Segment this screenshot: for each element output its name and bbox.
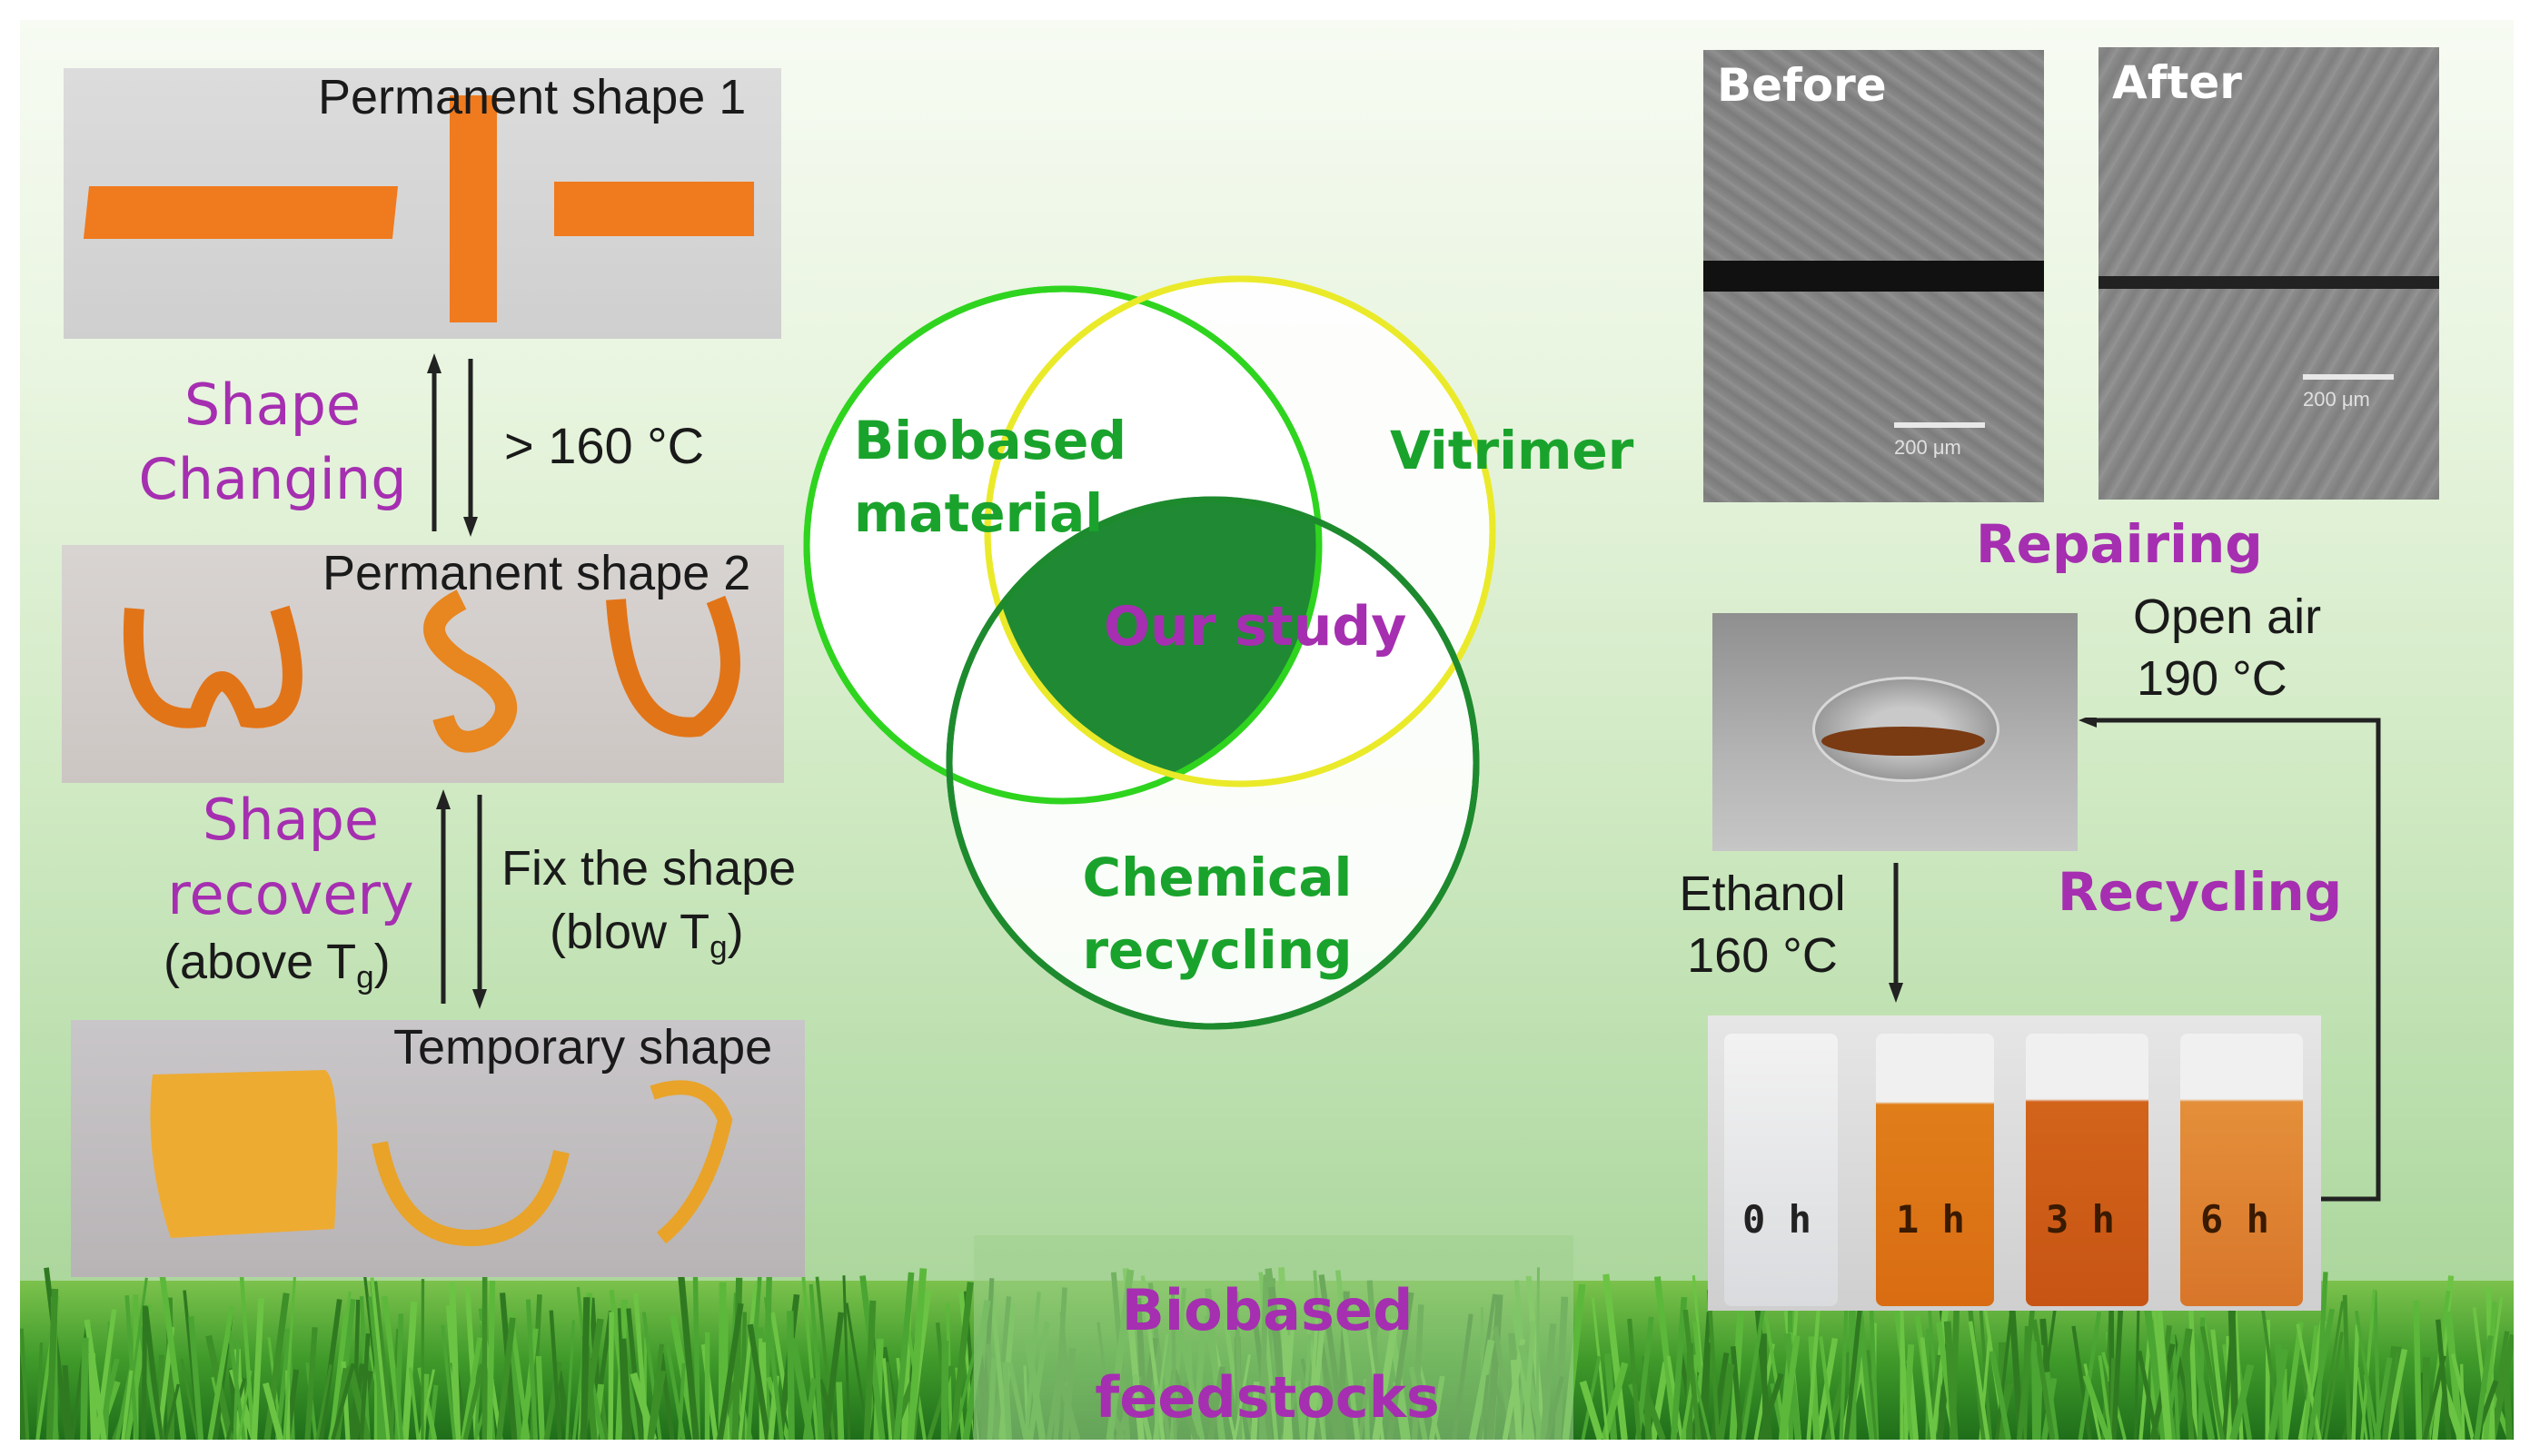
shape-changing-line2: Changing (138, 446, 407, 512)
label-permanent-shape-2: Permanent shape 2 (322, 546, 751, 600)
label-our-study: Our study (1104, 595, 1407, 659)
scale-label-after: 200 μm (2303, 388, 2370, 411)
feedstocks-line1: Biobased (1121, 1277, 1414, 1343)
label-fix-the-shape: Fix the shape (501, 841, 797, 896)
label-vitrimer: Vitrimer (1390, 420, 1634, 481)
blow-tg-prefix: (blow T (550, 905, 710, 959)
above-tg-prefix: (above T (164, 935, 357, 989)
above-tg-suffix: ) (373, 935, 391, 989)
label-shape-recovery: Shape recovery (145, 783, 436, 932)
photo-after: 200 μm (2098, 47, 2439, 500)
label-temp-160: > 160 °C (504, 417, 705, 474)
photo-temporary-shape (71, 1020, 805, 1277)
ethanol-line2: 160 °C (1687, 928, 1838, 983)
feedstocks-line2: feedstocks (1095, 1364, 1440, 1431)
label-before: Before (1717, 59, 1887, 112)
chemical-line1: Chemical (1082, 847, 1353, 908)
orange-strip-right (554, 182, 754, 236)
chemical-line2: recycling (1082, 919, 1353, 981)
temporary-pieces (150, 1070, 733, 1247)
venn-diagram (803, 275, 1496, 1030)
vial-1h: 1 h (1876, 1034, 1994, 1306)
above-tg-sub: g (356, 959, 374, 995)
shape-recovery-line2: recovery (167, 861, 414, 927)
biobased-line1: Biobased (854, 410, 1126, 471)
ethanol-line1: Ethanol (1679, 867, 1846, 921)
blow-tg-suffix: ) (727, 905, 744, 959)
vial-6h: 6 h (2180, 1034, 2303, 1306)
orange-strip-vertical (450, 95, 497, 322)
scale-bar-before (1894, 422, 1985, 428)
scale-label-before: 200 μm (1894, 436, 1961, 459)
vial-0h: 0 h (1724, 1034, 1838, 1306)
vial-label-6h: 6 h (2200, 1197, 2269, 1242)
photo-vials: 0 h 1 h 3 h 6 h (1708, 1015, 2321, 1311)
crack-after (2098, 276, 2439, 289)
vial-3h: 3 h (2026, 1034, 2148, 1306)
label-shape-changing: Shape Changing (127, 368, 418, 517)
crack-before (1703, 261, 2044, 292)
recycling-arrows (1889, 718, 2381, 1202)
label-above-tg: (above Tg) (164, 934, 391, 996)
label-after: After (2112, 56, 2242, 109)
label-chemical-recycling: Chemical recycling (1063, 841, 1372, 986)
orange-strip-left (83, 186, 399, 239)
label-open-air: Open air 190 °C (2133, 586, 2321, 709)
label-biobased-material: Biobased material (854, 404, 1126, 550)
arrows-shape-changing (427, 353, 478, 537)
label-ethanol: Ethanol 160 °C (1667, 863, 1858, 986)
vial-label-0h: 0 h (1742, 1197, 1811, 1242)
photo-before: 200 μm (1703, 50, 2044, 502)
vial-label-3h: 3 h (2046, 1197, 2115, 1242)
dish-liquid (1821, 727, 1985, 756)
label-temporary-shape: Temporary shape (393, 1020, 773, 1075)
label-blow-tg: (blow Tg) (550, 904, 744, 966)
blow-tg-sub: g (709, 929, 728, 966)
biobased-line2: material (854, 482, 1104, 544)
photo-permanent-shape-1 (64, 68, 781, 339)
shape-recovery-line1: Shape (202, 787, 380, 853)
curled-strips (123, 589, 740, 753)
label-biobased-feedstocks: Biobased feedstocks (1031, 1267, 1503, 1441)
scale-bar-after (2303, 374, 2394, 380)
shape-changing-line1: Shape (184, 371, 362, 438)
label-permanent-shape-1: Permanent shape 1 (318, 70, 747, 124)
photo-permanent-shape-2 (62, 545, 784, 783)
vial-label-1h: 1 h (1896, 1197, 1965, 1242)
open-air-line2: 190 °C (2137, 651, 2287, 706)
open-air-line1: Open air (2133, 589, 2322, 644)
photo-dish (1712, 613, 2078, 851)
label-repairing: Repairing (1976, 513, 2263, 575)
label-recycling: Recycling (2058, 861, 2343, 923)
arrows-shape-recovery (436, 789, 487, 1009)
